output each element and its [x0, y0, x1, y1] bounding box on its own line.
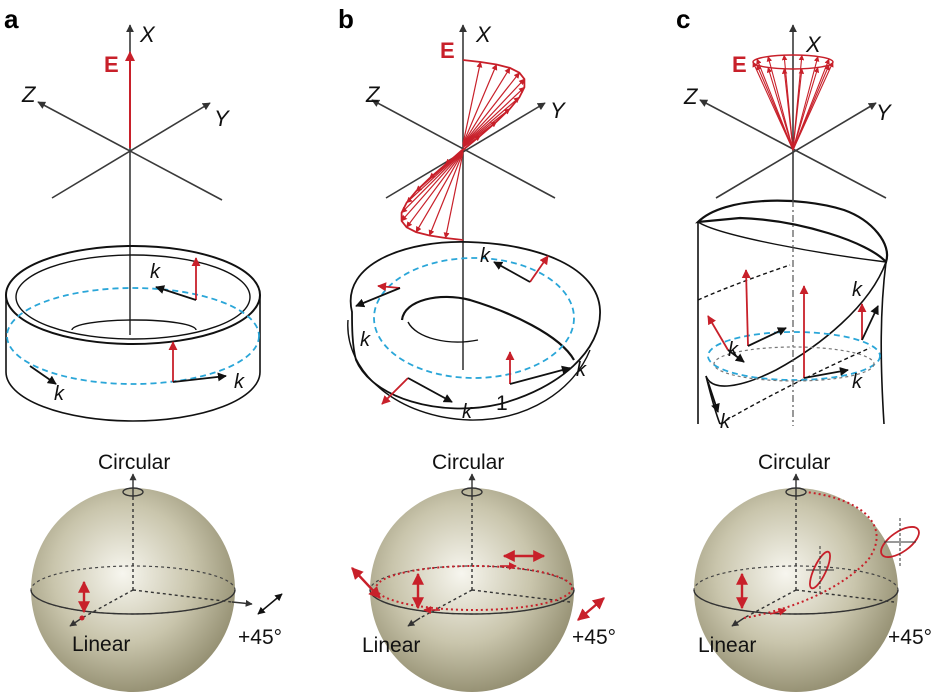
k-label-a2: k — [234, 371, 245, 393]
cone-field-c — [752, 54, 834, 151]
path-loop-a — [6, 287, 260, 385]
poincare-sphere-c — [693, 473, 920, 692]
field-label-b: E — [440, 38, 455, 63]
k-label-b4: k — [576, 359, 587, 381]
y-axis-c — [715, 102, 877, 199]
field-label-a: E — [104, 52, 119, 77]
ring-a — [5, 245, 261, 422]
k-label-a1: k — [150, 261, 161, 283]
poincare-sphere-a — [30, 473, 283, 692]
axes-b: X Z Y — [365, 22, 566, 370]
z-axis-label-a: Z — [21, 82, 37, 107]
poincare-sphere-b — [351, 473, 605, 692]
helical-field-b — [400, 59, 526, 241]
x-axis-label-b: X — [475, 22, 492, 47]
panel-a: a X Z Y E k k k — [4, 4, 283, 692]
y-axis-label-c: Y — [876, 100, 892, 125]
plus45-label-b: +45° — [572, 626, 616, 649]
k-label-b3: k — [462, 401, 473, 423]
circular-label-a: Circular — [98, 451, 170, 474]
k-label-c2: k — [728, 339, 739, 361]
axes-c: X Z Y — [683, 24, 892, 200]
x-axis-label-a: X — [139, 22, 156, 47]
y-axis-label-b: Y — [550, 98, 566, 123]
linear-label-c: Linear — [698, 634, 756, 657]
cylinder-c — [695, 199, 889, 426]
panel-label-a: a — [4, 4, 19, 34]
y-axis-b — [385, 102, 546, 199]
path-loop-c — [707, 331, 881, 381]
y-axis-a — [51, 102, 211, 199]
linear-label-b: Linear — [362, 634, 420, 657]
field-label-c: E — [732, 52, 747, 77]
panel-c: c X Z Y E — [676, 4, 932, 692]
panel-b: b X Z Y E k k k k 1 — [338, 4, 616, 692]
panel-label-b: b — [338, 4, 354, 34]
marker-label-b: 1 — [496, 392, 508, 415]
k-label-c1: k — [852, 279, 863, 301]
meridian-trajectory-c — [743, 491, 878, 619]
plus45-label-a: +45° — [238, 626, 282, 649]
k-label-b1: k — [480, 245, 491, 267]
z-axis-label-b: Z — [365, 82, 381, 107]
k-label-c4: k — [720, 411, 731, 433]
k-label-a3: k — [54, 383, 65, 405]
linear-label-a: Linear — [72, 633, 130, 656]
k-label-c3: k — [852, 371, 863, 393]
path-loop-b — [373, 257, 575, 379]
x-axis-label-c: X — [805, 32, 822, 57]
z-axis-label-c: Z — [683, 84, 699, 109]
ring-b — [347, 241, 601, 421]
y-axis-label-a: Y — [214, 106, 230, 131]
panel-label-c: c — [676, 4, 690, 34]
plus45-label-c: +45° — [888, 626, 932, 649]
circular-label-c: Circular — [758, 451, 830, 474]
circular-label-b: Circular — [432, 451, 504, 474]
equator-trajectory-b — [375, 565, 573, 611]
axes-a: X Z Y — [21, 22, 230, 335]
k-label-b2: k — [360, 329, 371, 351]
